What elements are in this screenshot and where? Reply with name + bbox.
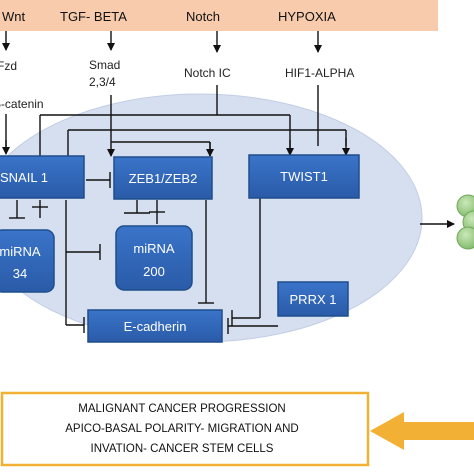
node-zeb1-zeb2: ZEB1/ZEB2 xyxy=(113,156,213,200)
node-prrx1: PRRX 1 xyxy=(277,281,349,317)
node-twist1: TWIST1 xyxy=(248,154,360,199)
cell-cluster-icon xyxy=(456,194,474,250)
label-hif1-alpha: HIF1-ALPHA xyxy=(285,66,354,80)
outcome-line-3: INVATION- CANCER STEM CELLS xyxy=(91,443,274,455)
node-e-cadherin: E-cadherin xyxy=(87,309,223,343)
signal-bar xyxy=(0,0,438,31)
node-snail1: SNAIL 1 xyxy=(0,155,85,199)
label-notch-ic: Notch IC xyxy=(184,66,231,80)
cell-ellipse xyxy=(0,93,423,343)
node-mirna34-number: 34 xyxy=(13,266,27,281)
node-snail1-label: SNAIL 1 xyxy=(0,170,48,185)
node-mirna200: miRNA 200 xyxy=(115,225,193,291)
node-twist1-label: TWIST1 xyxy=(280,169,328,184)
node-zeb-label: ZEB1/ZEB2 xyxy=(129,171,198,186)
signal-tgf-beta: TGF- BETA xyxy=(60,9,127,24)
outcome-line-1: MALIGNANT CANCER PROGRESSION xyxy=(78,403,285,415)
node-mirna34: miRNA 34 xyxy=(0,229,55,293)
node-mirna200-label: miRNA xyxy=(133,241,174,256)
node-mirna34-label: miRNA xyxy=(0,244,41,259)
label-fzd: Fzd xyxy=(0,59,17,73)
signal-notch: Notch xyxy=(186,9,220,24)
signal-wnt: Wnt xyxy=(2,9,26,24)
signal-hypoxia: HYPOXIA xyxy=(278,9,336,24)
label-smad-numbers: 2,3/4 xyxy=(89,75,116,89)
label-beta-catenin: β-catenin xyxy=(0,97,44,111)
node-e-cadherin-label: E-cadherin xyxy=(124,319,187,334)
node-mirna200-number: 200 xyxy=(143,264,165,279)
outcome-box xyxy=(0,391,370,467)
node-prrx1-label: PRRX 1 xyxy=(290,292,337,307)
outcome-line-2: APICO-BASAL POLARITY- MIGRATION AND xyxy=(65,423,298,435)
label-smad: Smad xyxy=(89,58,120,72)
outcome-arrow xyxy=(370,412,474,450)
